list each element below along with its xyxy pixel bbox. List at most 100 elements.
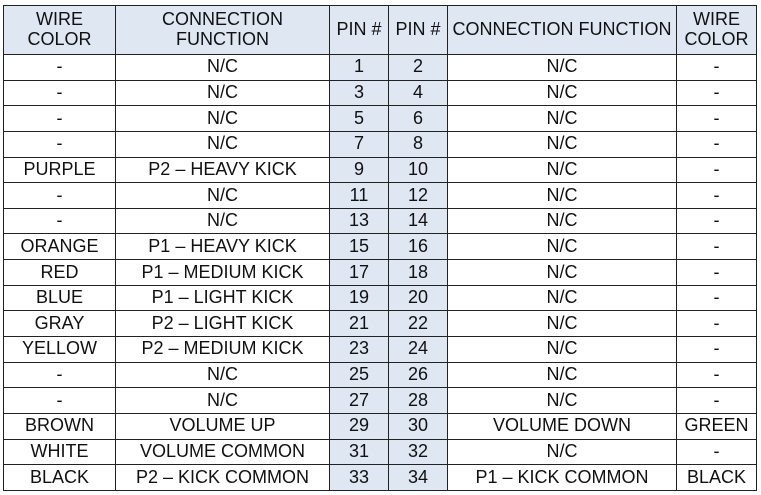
- pin-left-cell: 15: [329, 233, 389, 261]
- function-left-cell: P1 – MEDIUM KICK: [115, 259, 330, 286]
- wire-color-left-cell: WHITE: [3, 438, 116, 466]
- wire-color-right-cell: -: [676, 54, 757, 81]
- pin-right-cell: 4: [388, 79, 448, 107]
- function-right-cell: N/C: [447, 233, 677, 261]
- wire-color-right-cell: -: [676, 361, 757, 389]
- function-left-cell: N/C: [115, 182, 330, 209]
- pin-left-cell: 29: [329, 412, 389, 440]
- function-right-cell: N/C: [447, 207, 677, 235]
- wire-color-right-cell: -: [676, 387, 757, 414]
- wire-color-right-cell: -: [676, 207, 757, 235]
- pin-right-cell: 8: [388, 130, 448, 158]
- function-left-cell: N/C: [115, 130, 330, 158]
- header-pin-right: PIN #: [388, 5, 448, 55]
- pin-right-cell: 22: [388, 310, 448, 338]
- wire-color-left-cell: BLACK: [3, 464, 116, 491]
- header-wire-color-right: WIRE COLOR: [676, 5, 757, 55]
- wire-color-left-cell: -: [3, 79, 116, 107]
- function-left-cell: P2 – MEDIUM KICK: [115, 336, 330, 363]
- pin-left-cell: 11: [329, 182, 389, 209]
- pin-right-cell: 20: [388, 284, 448, 312]
- function-right-cell: N/C: [447, 336, 677, 363]
- function-left-cell: N/C: [115, 54, 330, 81]
- wire-color-right-cell: BLACK: [676, 464, 757, 491]
- function-right-cell: N/C: [447, 79, 677, 107]
- pin-left-cell: 13: [329, 207, 389, 235]
- pin-left-cell: 31: [329, 438, 389, 466]
- header-wire-color-left: WIRE COLOR: [3, 5, 116, 55]
- wire-color-right-cell: -: [676, 259, 757, 286]
- wire-color-left-cell: GRAY: [3, 310, 116, 338]
- header-pin-left: PIN #: [329, 5, 389, 55]
- pin-left-cell: 7: [329, 130, 389, 158]
- function-left-cell: VOLUME COMMON: [115, 438, 330, 466]
- pin-right-cell: 6: [388, 105, 448, 132]
- wire-color-right-cell: -: [676, 105, 757, 132]
- wire-color-left-cell: -: [3, 130, 116, 158]
- wire-color-right-cell: -: [676, 79, 757, 107]
- wire-color-left-cell: -: [3, 387, 116, 414]
- pin-right-cell: 24: [388, 336, 448, 363]
- pin-left-cell: 27: [329, 387, 389, 414]
- pin-right-cell: 34: [388, 464, 448, 491]
- pin-left-cell: 9: [329, 156, 389, 184]
- function-right-cell: N/C: [447, 438, 677, 466]
- function-left-cell: N/C: [115, 361, 330, 389]
- wire-color-left-cell: -: [3, 207, 116, 235]
- pin-left-cell: 17: [329, 259, 389, 286]
- header-function-left: CONNECTION FUNCTION: [115, 5, 330, 55]
- wire-color-left-cell: -: [3, 105, 116, 132]
- wire-color-left-cell: -: [3, 361, 116, 389]
- function-left-cell: VOLUME UP: [115, 412, 330, 440]
- pin-right-cell: 18: [388, 259, 448, 286]
- function-right-cell: N/C: [447, 105, 677, 132]
- function-left-cell: P2 – HEAVY KICK: [115, 156, 330, 184]
- wire-color-left-cell: BLUE: [3, 284, 116, 312]
- wire-color-left-cell: RED: [3, 259, 116, 286]
- function-left-cell: N/C: [115, 387, 330, 414]
- function-right-cell: N/C: [447, 156, 677, 184]
- function-right-cell: N/C: [447, 130, 677, 158]
- table-header: WIRE COLOR CONNECTION FUNCTION PIN # PIN…: [3, 5, 757, 55]
- wire-color-right-cell: -: [676, 438, 757, 466]
- wire-color-left-cell: YELLOW: [3, 336, 116, 363]
- pin-left-cell: 33: [329, 464, 389, 491]
- wire-color-left-cell: BROWN: [3, 412, 116, 440]
- pin-left-cell: 21: [329, 310, 389, 338]
- header-row: WIRE COLOR CONNECTION FUNCTION PIN # PIN…: [3, 5, 757, 55]
- wire-color-right-cell: -: [676, 130, 757, 158]
- pin-right-cell: 14: [388, 207, 448, 235]
- function-right-cell: P1 – KICK COMMON: [447, 464, 677, 491]
- wire-color-left-cell: PURPLE: [3, 156, 116, 184]
- pin-right-cell: 16: [388, 233, 448, 261]
- pin-right-cell: 10: [388, 156, 448, 184]
- wire-color-left-cell: -: [3, 182, 116, 209]
- function-left-cell: N/C: [115, 79, 330, 107]
- pin-right-cell: 30: [388, 412, 448, 440]
- wire-color-right-cell: -: [676, 310, 757, 338]
- pin-right-cell: 32: [388, 438, 448, 466]
- pin-left-cell: 25: [329, 361, 389, 389]
- pin-left-cell: 23: [329, 336, 389, 363]
- function-left-cell: P1 – HEAVY KICK: [115, 233, 330, 261]
- function-right-cell: N/C: [447, 54, 677, 81]
- wire-color-left-cell: -: [3, 54, 116, 81]
- pin-left-cell: 5: [329, 105, 389, 132]
- function-left-cell: N/C: [115, 105, 330, 132]
- function-left-cell: P1 – LIGHT KICK: [115, 284, 330, 312]
- wire-color-right-cell: -: [676, 233, 757, 261]
- pin-right-cell: 28: [388, 387, 448, 414]
- wire-color-right-cell: -: [676, 284, 757, 312]
